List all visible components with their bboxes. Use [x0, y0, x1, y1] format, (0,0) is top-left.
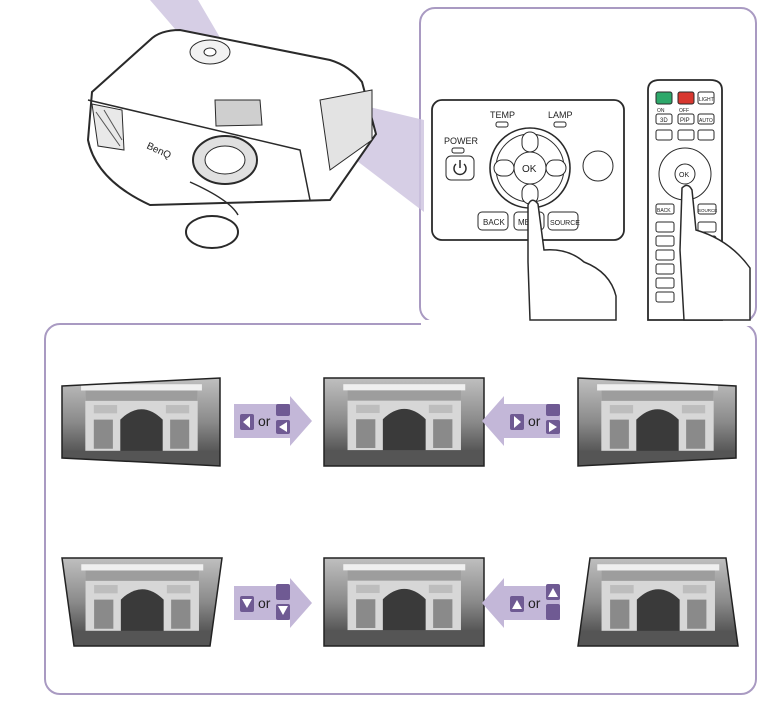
svg-text:or: or — [528, 413, 541, 429]
power-label: POWER — [444, 136, 479, 146]
back-button — [477, 211, 509, 231]
control-panel: POWER TEMP LAMP OK BACK ME SOURCE — [431, 99, 625, 321]
svg-text:SOURCE: SOURCE — [550, 220, 580, 227]
arrow-right-1: or — [234, 396, 312, 446]
svg-text:or: or — [528, 595, 541, 611]
svg-text:SOURCE: SOURCE — [698, 208, 717, 213]
svg-text:LIGHT: LIGHT — [699, 97, 714, 103]
svg-text:PIP: PIP — [680, 118, 690, 124]
image-corrected-2 — [323, 557, 485, 647]
svg-text:BACK: BACK — [657, 208, 671, 214]
svg-text:or: or — [258, 595, 271, 611]
svg-text:BACK: BACK — [483, 218, 505, 227]
svg-text:ME: ME — [518, 218, 530, 227]
svg-text:ON: ON — [657, 108, 665, 114]
image-right-keystone — [577, 377, 737, 467]
temp-label: TEMP — [490, 110, 515, 120]
image-bottom-wide — [577, 557, 739, 647]
image-left-keystone — [61, 377, 221, 467]
projector: BenQ — [86, 28, 378, 249]
lamp-label: LAMP — [548, 110, 573, 120]
image-top-wide — [61, 557, 223, 647]
svg-text:OK: OK — [522, 164, 537, 175]
panel-seam-cover — [421, 320, 755, 326]
power-icon — [453, 160, 467, 176]
keystone-row-vertical: or or — [61, 557, 739, 647]
svg-text:or: or — [258, 413, 271, 429]
arrow-left-1: or — [482, 396, 560, 446]
svg-text:AUTO: AUTO — [699, 118, 713, 124]
image-corrected-1 — [323, 377, 485, 467]
svg-text:3D: 3D — [660, 118, 668, 124]
arrow-right-2: or — [234, 578, 312, 628]
keystone-row-horizontal: or or — [61, 377, 737, 467]
source-button — [547, 211, 579, 231]
arrow-left-2: or — [482, 578, 560, 628]
svg-text:OFF: OFF — [679, 108, 689, 114]
remote-control: ON OFF LIGHT 3D PIP AUTO OK BACK SOURCE — [647, 79, 751, 321]
svg-text:OK: OK — [679, 172, 689, 179]
